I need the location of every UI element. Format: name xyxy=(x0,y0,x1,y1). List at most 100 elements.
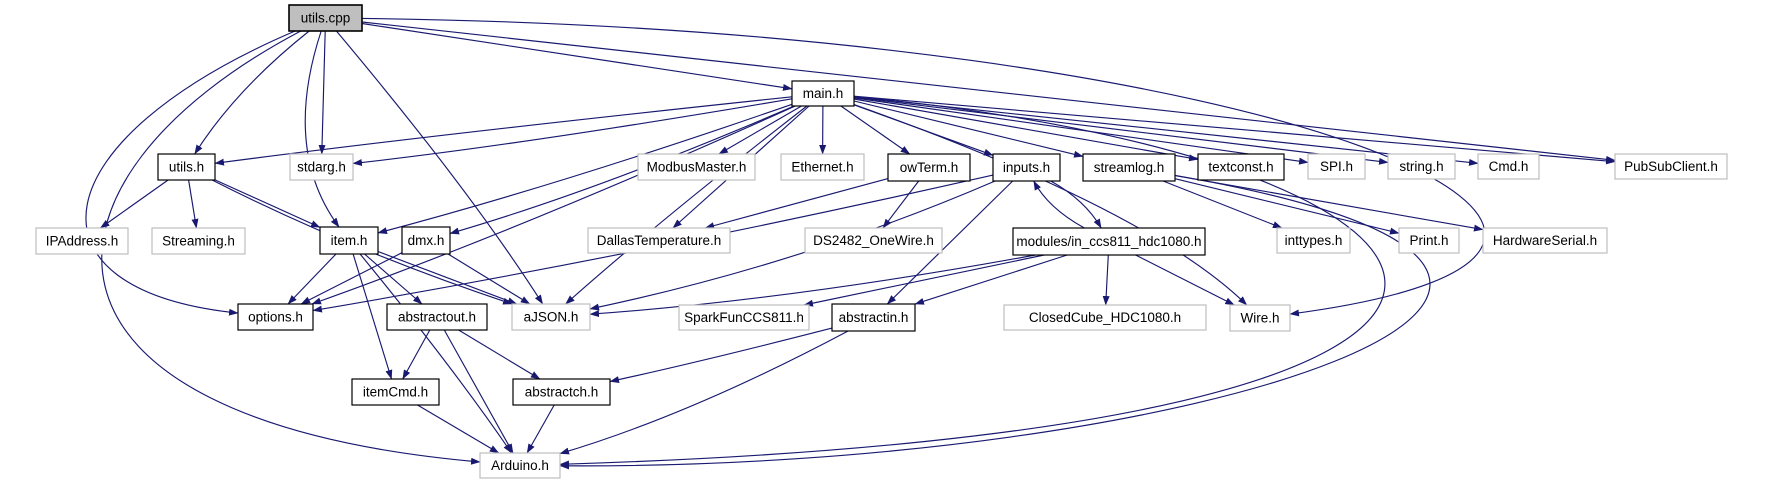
node-closedcube_h[interactable]: ClosedCube_HDC1080.h xyxy=(1003,304,1207,331)
node-dallastemp_h[interactable]: DallasTemperature.h xyxy=(587,227,731,254)
node-label-abstractin_h[interactable]: abstractin.h xyxy=(839,310,909,325)
node-utils_cpp[interactable]: utils.cpp xyxy=(288,4,363,32)
node-box-streamlog_h[interactable] xyxy=(1082,153,1176,182)
node-label-spi_h[interactable]: SPI.h xyxy=(1320,159,1353,174)
node-abstractout_h[interactable]: abstractout.h xyxy=(386,303,488,331)
node-box-ethernet_h[interactable] xyxy=(780,153,865,181)
node-label-abstractout_h[interactable]: abstractout.h xyxy=(398,310,476,325)
node-box-arduino_h[interactable] xyxy=(479,452,561,479)
node-streamlog_h[interactable]: streamlog.h xyxy=(1082,153,1176,182)
node-box-wire_h[interactable] xyxy=(1229,304,1291,332)
node-label-utils_cpp[interactable]: utils.cpp xyxy=(301,11,351,26)
node-sparkfun_h[interactable]: SparkFunCCS811.h xyxy=(678,304,810,331)
node-label-options_h[interactable]: options.h xyxy=(248,310,303,325)
node-box-abstractch_h[interactable] xyxy=(512,378,611,406)
node-owterm_h[interactable]: owTerm.h xyxy=(887,153,971,182)
node-label-item_h[interactable]: item.h xyxy=(331,233,368,248)
node-label-stdarg_h[interactable]: stdarg.h xyxy=(297,160,346,175)
node-label-abstractch_h[interactable]: abstractch.h xyxy=(525,385,599,400)
node-box-stdarg_h[interactable] xyxy=(289,153,354,181)
node-textconst_h[interactable]: textconst.h xyxy=(1197,153,1285,181)
node-box-ds2482_h[interactable] xyxy=(804,227,943,254)
node-label-streaming_h[interactable]: Streaming.h xyxy=(162,234,235,249)
node-box-inttypes_h[interactable] xyxy=(1276,227,1351,254)
node-box-abstractin_h[interactable] xyxy=(831,303,916,332)
node-main_h[interactable]: main.h xyxy=(791,80,855,107)
node-abstractin_h[interactable]: abstractin.h xyxy=(831,303,916,332)
node-streaming_h[interactable]: Streaming.h xyxy=(151,227,246,255)
node-label-textconst_h[interactable]: textconst.h xyxy=(1208,160,1273,175)
node-box-print_h[interactable] xyxy=(1398,227,1460,254)
node-label-ethernet_h[interactable]: Ethernet.h xyxy=(791,160,853,175)
node-label-modbusmaster_h[interactable]: ModbusMaster.h xyxy=(647,160,747,175)
node-options_h[interactable]: options.h xyxy=(237,303,314,331)
node-inputs_h[interactable]: inputs.h xyxy=(992,153,1061,182)
node-label-closedcube_h[interactable]: ClosedCube_HDC1080.h xyxy=(1029,310,1181,325)
node-box-hardwareserial_h[interactable] xyxy=(1482,227,1608,254)
node-label-wire_h[interactable]: Wire.h xyxy=(1240,311,1279,326)
node-modbusmaster_h[interactable]: ModbusMaster.h xyxy=(637,153,756,181)
node-wire_h[interactable]: Wire.h xyxy=(1229,304,1291,332)
node-box-options_h[interactable] xyxy=(237,303,314,331)
node-label-cmd_h[interactable]: Cmd.h xyxy=(1489,159,1529,174)
node-label-sparkfun_h[interactable]: SparkFunCCS811.h xyxy=(684,310,804,325)
node-box-inputs_h[interactable] xyxy=(992,153,1061,182)
node-ds2482_h[interactable]: DS2482_OneWire.h xyxy=(804,227,943,254)
node-label-itemcmd_h[interactable]: itemCmd.h xyxy=(363,385,428,400)
node-label-ipaddress_h[interactable]: IPAddress.h xyxy=(46,234,119,249)
node-arduino_h[interactable]: Arduino.h xyxy=(479,452,561,479)
node-box-sparkfun_h[interactable] xyxy=(678,304,810,331)
node-label-print_h[interactable]: Print.h xyxy=(1409,233,1448,248)
node-label-owterm_h[interactable]: owTerm.h xyxy=(900,160,959,175)
node-label-modules_h[interactable]: modules/in_ccs811_hdc1080.h xyxy=(1016,234,1201,249)
node-cmd_h[interactable]: Cmd.h xyxy=(1477,153,1540,180)
node-box-itemcmd_h[interactable] xyxy=(351,378,440,406)
node-modules_h[interactable]: modules/in_ccs811_hdc1080.h xyxy=(1012,227,1206,256)
node-box-modules_h[interactable] xyxy=(1012,227,1206,256)
node-box-ipaddress_h[interactable] xyxy=(35,227,129,255)
node-box-closedcube_h[interactable] xyxy=(1003,304,1207,331)
node-string_h[interactable]: string.h xyxy=(1387,153,1456,180)
node-ajson_h[interactable]: aJSON.h xyxy=(511,303,591,331)
node-item_h[interactable]: item.h xyxy=(319,226,379,255)
node-box-dmx_h[interactable] xyxy=(401,226,451,255)
node-dmx_h[interactable]: dmx.h xyxy=(401,226,451,255)
node-box-utils_cpp[interactable] xyxy=(288,4,363,32)
node-hardwareserial_h[interactable]: HardwareSerial.h xyxy=(1482,227,1608,254)
node-box-modbusmaster_h[interactable] xyxy=(637,153,756,181)
node-box-owterm_h[interactable] xyxy=(887,153,971,182)
node-itemcmd_h[interactable]: itemCmd.h xyxy=(351,378,440,406)
node-box-pubsubclient_h[interactable] xyxy=(1614,153,1728,180)
node-box-string_h[interactable] xyxy=(1387,153,1456,180)
node-pubsubclient_h[interactable]: PubSubClient.h xyxy=(1614,153,1728,180)
node-box-spi_h[interactable] xyxy=(1307,153,1366,180)
node-label-hardwareserial_h[interactable]: HardwareSerial.h xyxy=(1493,233,1597,248)
node-box-streaming_h[interactable] xyxy=(151,227,246,255)
node-label-utils_h[interactable]: utils.h xyxy=(169,160,204,175)
node-label-inttypes_h[interactable]: inttypes.h xyxy=(1285,233,1343,248)
node-box-item_h[interactable] xyxy=(319,226,379,255)
node-print_h[interactable]: Print.h xyxy=(1398,227,1460,254)
node-abstractch_h[interactable]: abstractch.h xyxy=(512,378,611,406)
node-label-dallastemp_h[interactable]: DallasTemperature.h xyxy=(597,233,722,248)
node-label-ajson_h[interactable]: aJSON.h xyxy=(524,310,579,325)
node-stdarg_h[interactable]: stdarg.h xyxy=(289,153,354,181)
node-label-dmx_h[interactable]: dmx.h xyxy=(408,233,445,248)
node-label-main_h[interactable]: main.h xyxy=(803,86,844,101)
node-label-string_h[interactable]: string.h xyxy=(1399,159,1443,174)
node-box-dallastemp_h[interactable] xyxy=(587,227,731,254)
node-box-main_h[interactable] xyxy=(791,80,855,107)
node-label-ds2482_h[interactable]: DS2482_OneWire.h xyxy=(813,233,934,248)
node-box-cmd_h[interactable] xyxy=(1477,153,1540,180)
node-inttypes_h[interactable]: inttypes.h xyxy=(1276,227,1351,254)
node-label-streamlog_h[interactable]: streamlog.h xyxy=(1094,160,1165,175)
node-box-abstractout_h[interactable] xyxy=(386,303,488,331)
node-ipaddress_h[interactable]: IPAddress.h xyxy=(35,227,129,255)
node-label-pubsubclient_h[interactable]: PubSubClient.h xyxy=(1624,159,1718,174)
node-box-textconst_h[interactable] xyxy=(1197,153,1285,181)
node-ethernet_h[interactable]: Ethernet.h xyxy=(780,153,865,181)
node-box-ajson_h[interactable] xyxy=(511,303,591,331)
node-box-utils_h[interactable] xyxy=(157,153,216,181)
node-utils_h[interactable]: utils.h xyxy=(157,153,216,181)
node-spi_h[interactable]: SPI.h xyxy=(1307,153,1366,180)
